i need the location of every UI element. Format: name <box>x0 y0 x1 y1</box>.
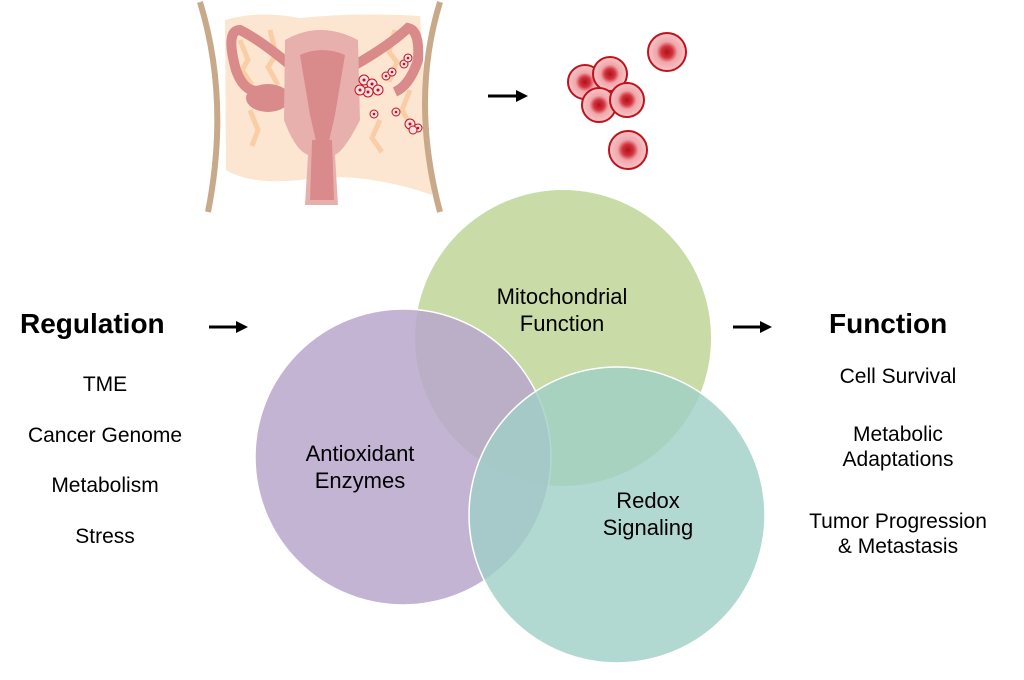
venn-label-line: Signaling <box>602 515 694 540</box>
venn-label-redox: Redox Signaling <box>548 487 748 541</box>
function-item-line: & Metastasis <box>837 535 959 558</box>
venn-label-line: Redox <box>616 488 680 513</box>
function-item-line: Adaptations <box>842 448 954 471</box>
function-item: Tumor Progression & Metastasis <box>780 509 1016 559</box>
regulation-item: Metabolism <box>51 474 159 497</box>
regulation-heading: Regulation <box>20 308 165 339</box>
top-arrow-icon <box>488 90 528 102</box>
function-arrow-icon <box>733 321 772 333</box>
regulation-item: TME <box>82 373 128 396</box>
regulation-arrow-icon <box>209 321 248 333</box>
function-item-line: Cell Survival <box>839 365 957 388</box>
venn-label-mitochondrial: Mitochondrial Function <box>452 283 672 337</box>
function-item: Cell Survival <box>780 364 1016 389</box>
uterus-illustration <box>197 1 443 213</box>
function-item-line: Tumor Progression <box>809 510 987 533</box>
venn-label-line: Mitochondrial <box>496 284 628 309</box>
venn-circle-redox <box>468 366 766 664</box>
function-item-line: Metabolic <box>853 423 943 446</box>
function-item: Metabolic Adaptations <box>780 422 1016 472</box>
venn-diagram <box>254 190 766 664</box>
venn-label-line: Antioxidant <box>305 441 415 466</box>
venn-label-antioxidant: Antioxidant Enzymes <box>260 440 460 494</box>
venn-label-line: Enzymes <box>314 468 406 493</box>
function-heading: Function <box>829 308 948 339</box>
cancer-cells-illustration <box>567 32 687 170</box>
venn-label-line: Function <box>519 311 605 336</box>
regulation-item: Stress <box>75 525 135 548</box>
regulation-item: Cancer Genome <box>27 424 183 447</box>
